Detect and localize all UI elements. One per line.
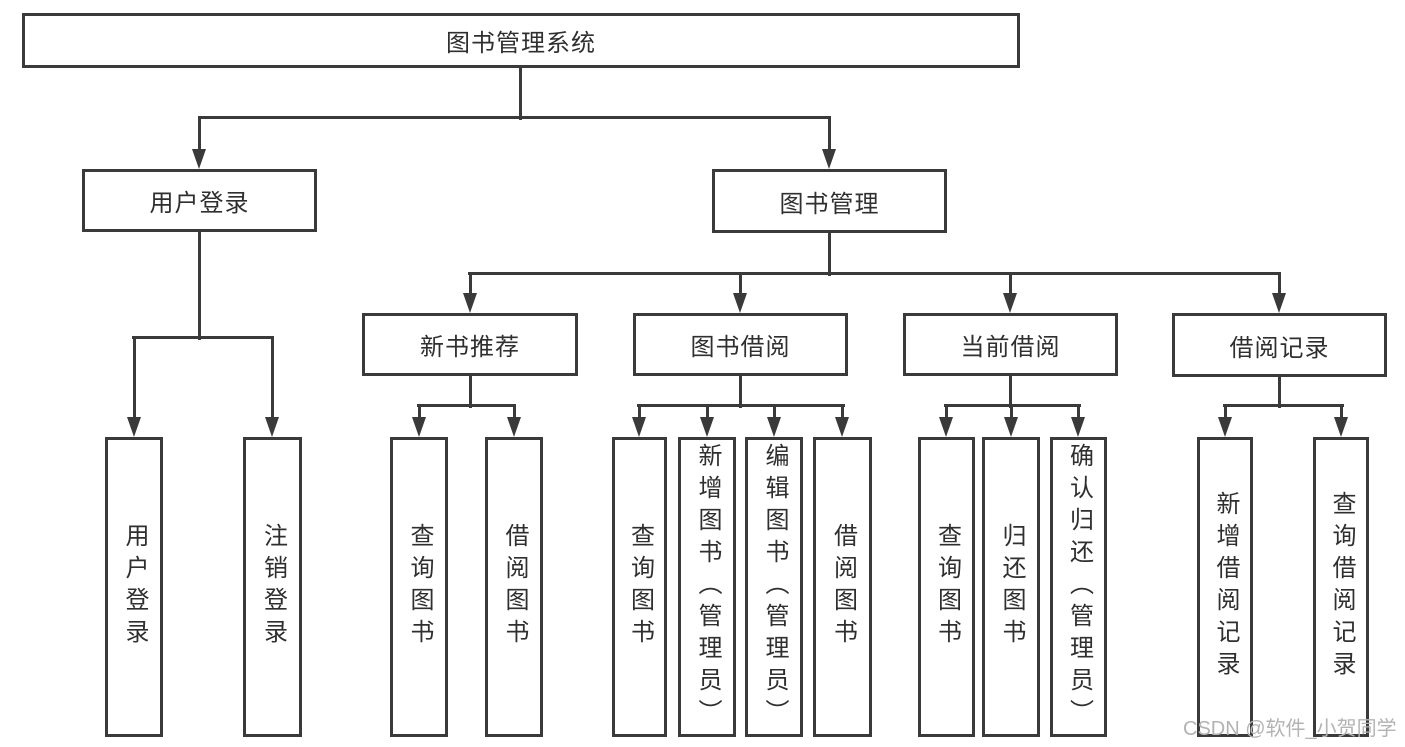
connector-user-login-crossbar bbox=[132, 336, 274, 339]
connector-to-leaf bbox=[841, 404, 844, 420]
node-user-login: 用户登录 bbox=[82, 169, 317, 232]
connector-to-leaf bbox=[1340, 404, 1343, 420]
connector-to-leaf bbox=[638, 404, 641, 420]
arrowhead-icon bbox=[632, 417, 646, 437]
arrowhead-icon bbox=[822, 149, 836, 169]
arrowhead-icon bbox=[192, 149, 206, 169]
connector-to-leaf bbox=[706, 404, 709, 420]
connector-to-new-book-rec bbox=[469, 272, 472, 296]
leaf-borrow-books-recommend: 借阅图书 bbox=[485, 437, 543, 737]
leaf-label: 借阅图书 bbox=[501, 523, 528, 651]
arrowhead-icon bbox=[835, 417, 849, 437]
leaf-label: 编辑图书（管理员） bbox=[761, 443, 788, 731]
node-new-book-recommend: 新书推荐 bbox=[362, 313, 578, 376]
node-book-management: 图书管理 bbox=[712, 169, 947, 233]
arrowhead-icon bbox=[412, 417, 426, 437]
connector-to-book-borrow bbox=[739, 272, 742, 296]
arrowhead-icon bbox=[1071, 417, 1085, 437]
connector-to-leaf bbox=[513, 404, 516, 420]
leaf-label: 查询借阅记录 bbox=[1328, 491, 1355, 683]
leaf-add-borrow-record: 新增借阅记录 bbox=[1197, 437, 1253, 737]
connector-root-stem bbox=[519, 68, 522, 120]
connector-to-leaf bbox=[1077, 404, 1080, 420]
connector-to-leaf bbox=[945, 404, 948, 420]
connector-book-borrow-crossbar bbox=[637, 404, 845, 407]
node-current-borrowing: 当前借阅 bbox=[903, 313, 1118, 376]
connector-to-leaf bbox=[773, 404, 776, 420]
arrowhead-icon bbox=[1272, 293, 1286, 313]
leaf-label: 新增借阅记录 bbox=[1212, 491, 1239, 683]
leaf-user-login: 用户登录 bbox=[105, 437, 163, 737]
leaf-add-book-admin: 新增图书（管理员） bbox=[678, 437, 736, 737]
connector-user-login-stem bbox=[198, 232, 201, 340]
leaf-borrow-books: 借阅图书 bbox=[813, 437, 872, 737]
connector-to-leaf-logout bbox=[271, 336, 274, 420]
leaf-logout-login: 注销登录 bbox=[243, 437, 302, 737]
connector-book-mgmt-stem bbox=[828, 233, 831, 276]
arrowhead-icon bbox=[1004, 417, 1018, 437]
leaf-label: 归还图书 bbox=[998, 523, 1025, 651]
connector-new-book-rec-crossbar bbox=[417, 404, 516, 407]
connector-borrow-records-stem bbox=[1278, 377, 1281, 408]
arrowhead-icon bbox=[1334, 417, 1348, 437]
leaf-label: 借阅图书 bbox=[829, 523, 857, 651]
leaf-query-books-current: 查询图书 bbox=[918, 437, 975, 737]
arrowhead-icon bbox=[463, 293, 477, 313]
connector-borrow-records-crossbar bbox=[1223, 404, 1344, 407]
connector-root-crossbar bbox=[198, 116, 831, 119]
leaf-label: 查询图书 bbox=[406, 523, 433, 651]
arrowhead-icon bbox=[1003, 293, 1017, 313]
leaf-query-books-recommend: 查询图书 bbox=[390, 437, 448, 737]
arrowhead-icon bbox=[700, 417, 714, 437]
connector-to-leaf-user-login bbox=[133, 336, 136, 420]
connector-new-book-rec-stem bbox=[469, 376, 472, 408]
connector-current-borrow-stem bbox=[1009, 376, 1012, 408]
leaf-query-books-borrow: 查询图书 bbox=[612, 437, 667, 737]
watermark: CSDN @软件_小贺同学 bbox=[1183, 718, 1397, 740]
connector-root-to-book-mgmt bbox=[828, 116, 831, 152]
leaf-label: 新增图书（管理员） bbox=[694, 443, 721, 731]
leaf-label: 确认归还（管理员） bbox=[1065, 443, 1093, 731]
arrowhead-icon bbox=[733, 293, 747, 313]
node-book-borrowing: 图书借阅 bbox=[633, 313, 848, 376]
leaf-edit-book-admin: 编辑图书（管理员） bbox=[745, 437, 803, 737]
arrowhead-icon bbox=[265, 417, 279, 437]
leaf-label: 用户登录 bbox=[121, 523, 148, 651]
connector-to-leaf bbox=[1224, 404, 1227, 420]
connector-book-borrow-stem bbox=[739, 376, 742, 408]
arrowhead-icon bbox=[127, 417, 141, 437]
leaf-query-borrow-record: 查询借阅记录 bbox=[1313, 437, 1369, 737]
leaf-confirm-return-admin: 确认归还（管理员） bbox=[1050, 437, 1107, 737]
connector-root-to-user-login bbox=[198, 116, 201, 152]
connector-to-leaf bbox=[1010, 404, 1013, 420]
arrowhead-icon bbox=[767, 417, 781, 437]
arrowhead-icon bbox=[507, 417, 521, 437]
node-library-system: 图书管理系统 bbox=[22, 13, 1020, 68]
leaf-label: 查询图书 bbox=[626, 523, 654, 651]
arrowhead-icon bbox=[1218, 417, 1232, 437]
connector-to-borrow-records bbox=[1278, 272, 1281, 296]
leaf-return-books: 归还图书 bbox=[982, 437, 1040, 737]
connector-to-current-borrow bbox=[1009, 272, 1012, 296]
connector-to-leaf bbox=[418, 404, 421, 420]
node-borrowing-records: 借阅记录 bbox=[1172, 313, 1387, 377]
connector-book-mgmt-crossbar bbox=[468, 272, 1281, 275]
leaf-label: 查询图书 bbox=[933, 523, 961, 651]
arrowhead-icon bbox=[939, 417, 953, 437]
leaf-label: 注销登录 bbox=[259, 523, 287, 651]
